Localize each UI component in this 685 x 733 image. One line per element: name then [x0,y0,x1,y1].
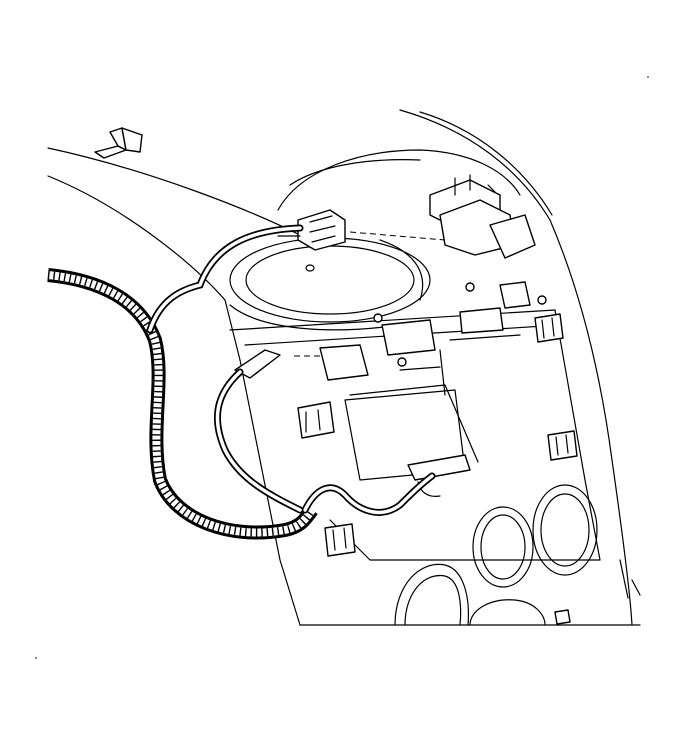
branch-harness-wires [146,224,436,516]
vent-rings [394,484,598,626]
center-connectors [290,281,547,381]
stray-marks [35,76,649,659]
side-clips [297,313,578,557]
main-harness-conduit [47,268,318,540]
harness-plug-upper [277,209,346,251]
cluster-connector [349,174,536,259]
mounting-bracket [94,127,143,159]
